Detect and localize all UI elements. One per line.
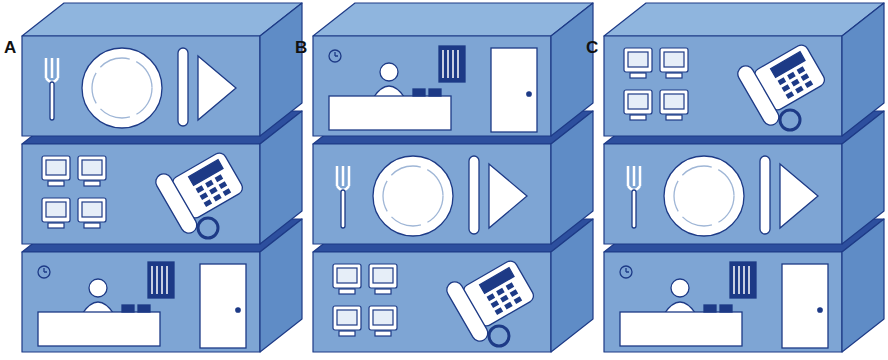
restaurant-icon	[46, 48, 236, 128]
building-stack	[604, 3, 884, 352]
restaurant-icon	[337, 156, 527, 236]
stack-label: C	[586, 38, 598, 58]
call-centre-icon	[333, 250, 541, 346]
stack-label: B	[295, 38, 307, 58]
stacked-blocks	[22, 3, 302, 352]
building-stack	[22, 3, 302, 352]
office-icon	[38, 262, 246, 348]
call-centre-icon	[624, 34, 832, 130]
stack-label: A	[4, 38, 16, 58]
call-centre-icon	[42, 142, 250, 238]
office-icon	[620, 262, 828, 348]
office-icon	[329, 46, 537, 132]
building-stack	[313, 3, 593, 352]
stacked-blocks	[604, 3, 884, 352]
restaurant-icon	[628, 156, 818, 236]
stacked-blocks	[313, 3, 593, 352]
